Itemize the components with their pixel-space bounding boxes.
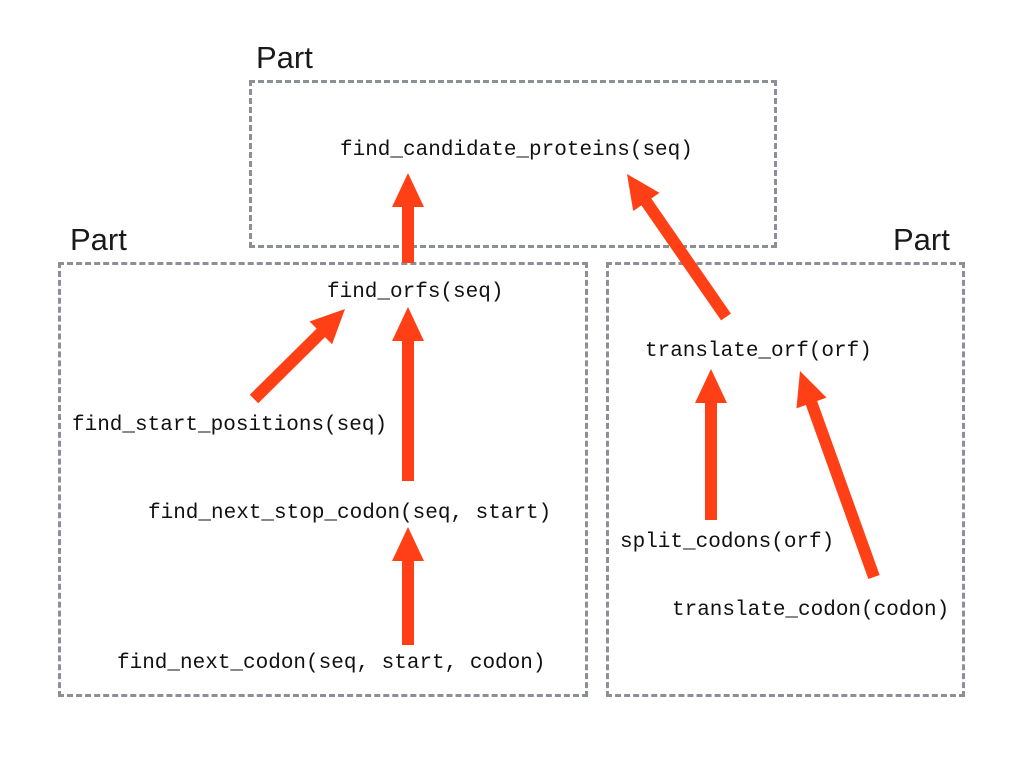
function-node-find-next-codon: find_next_codon(seq, start, codon) — [117, 652, 546, 675]
part-box-top — [249, 80, 777, 248]
function-node-split-codons: split_codons(orf) — [620, 531, 835, 554]
part-box-left — [58, 262, 588, 697]
function-node-find-candidate-proteins: find_candidate_proteins(seq) — [340, 139, 693, 162]
function-node-translate-codon: translate_codon(codon) — [672, 599, 950, 622]
part-box-right — [606, 262, 965, 697]
part-label-left: Part — [70, 222, 127, 257]
part-label-right: Part — [893, 222, 950, 257]
function-node-translate-orf: translate_orf(orf) — [645, 340, 872, 363]
function-node-find-next-stop-codon: find_next_stop_codon(seq, start) — [148, 502, 552, 525]
part-label-top: Part — [256, 40, 313, 75]
function-node-find-orfs: find_orfs(seq) — [327, 281, 504, 304]
function-node-find-start-positions: find_start_positions(seq) — [72, 414, 388, 437]
